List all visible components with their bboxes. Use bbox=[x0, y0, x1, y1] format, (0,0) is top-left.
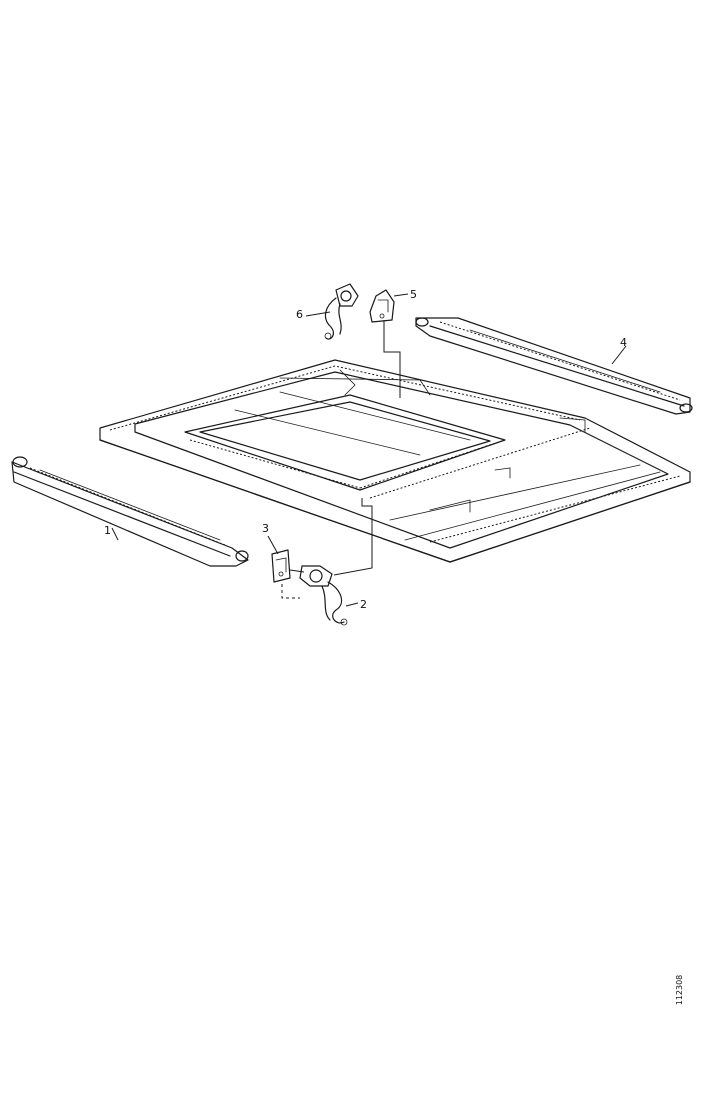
callout-6: 6 bbox=[296, 308, 303, 321]
part-4-right-rail bbox=[415, 317, 693, 415]
callout-3: 3 bbox=[262, 522, 269, 535]
part-5-bracket bbox=[369, 289, 395, 323]
callout-leaders bbox=[111, 293, 627, 607]
callout-4: 4 bbox=[620, 336, 627, 349]
callout-1: 1 bbox=[104, 524, 111, 537]
part-6-motor-assembly bbox=[324, 283, 359, 340]
part-3-bracket bbox=[271, 549, 291, 583]
part-2-motor-assembly bbox=[299, 565, 348, 626]
part-1-left-rail bbox=[11, 456, 249, 567]
reference-number: 112308 bbox=[675, 975, 684, 1006]
assembly-leaders bbox=[281, 320, 401, 599]
callout-5: 5 bbox=[410, 288, 417, 301]
roof-frame bbox=[99, 359, 691, 563]
callout-2: 2 bbox=[360, 598, 367, 611]
